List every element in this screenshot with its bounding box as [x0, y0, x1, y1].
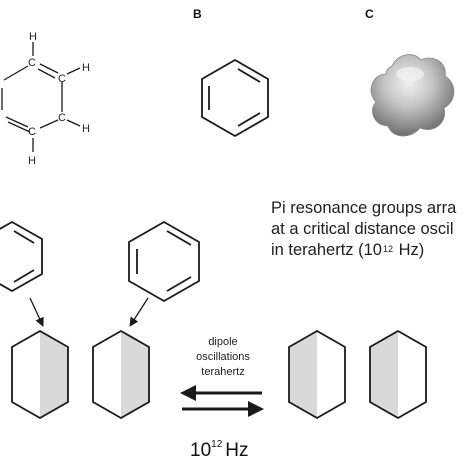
atom-h-top: H	[29, 31, 37, 43]
caption-line-3-suffix: Hz)	[394, 241, 425, 259]
caption-line-1-text: Pi resonance groups arra	[271, 199, 457, 217]
oscillation-label-line2: oscillations	[196, 351, 250, 363]
dipole-hexagon-1	[11, 329, 69, 420]
caption-line-3: in terahertz (1012 Hz)	[271, 240, 424, 260]
benzene-atom-labels: H C C H C H C H	[28, 31, 90, 167]
benzene-ring-lower-left	[0, 220, 43, 293]
atom-h-bottom: H	[28, 155, 36, 167]
benzene-ring-b	[201, 58, 269, 138]
dipole-hexagon-2	[92, 329, 150, 420]
oscillation-label-line3: terahertz	[201, 366, 244, 378]
atom-c-upper-right: C	[58, 73, 66, 85]
panel-label-c: C	[365, 7, 374, 21]
frequency-exponent: 12	[211, 439, 223, 450]
caption-line-3-exponent: 12	[382, 244, 393, 254]
benzene-ring-lower-middle	[128, 220, 200, 303]
atom-c-lower-right: C	[58, 112, 66, 124]
atom-c-top: C	[28, 57, 36, 69]
atom-h-lower-right: H	[82, 123, 90, 135]
oscillation-label-line1: dipole	[208, 336, 237, 348]
panel-label-b: B	[193, 7, 202, 21]
arrow-middle-benzene	[129, 297, 149, 327]
oscillation-label: dipole oscillations terahertz	[196, 336, 250, 378]
caption-line-2: at a critical distance oscil	[271, 219, 454, 239]
arrow-left-benzene	[29, 297, 44, 327]
caption-line-1: Pi resonance groups arra	[271, 198, 456, 218]
frequency-base: 10	[190, 440, 212, 461]
atom-h-upper-right: H	[82, 62, 90, 74]
benzene-structural-formula	[1, 42, 81, 152]
equilibrium-arrows	[180, 385, 264, 417]
atom-c-bottom: C	[28, 126, 36, 138]
caption-line-3-prefix: in terahertz (10	[271, 241, 382, 259]
dipole-hexagon-3	[288, 329, 346, 420]
frequency-unit: Hz	[225, 440, 249, 461]
caption-line-2-text: at a critical distance oscil	[271, 220, 454, 238]
electron-density-surface	[370, 54, 455, 137]
dipole-hexagon-4	[369, 329, 427, 420]
